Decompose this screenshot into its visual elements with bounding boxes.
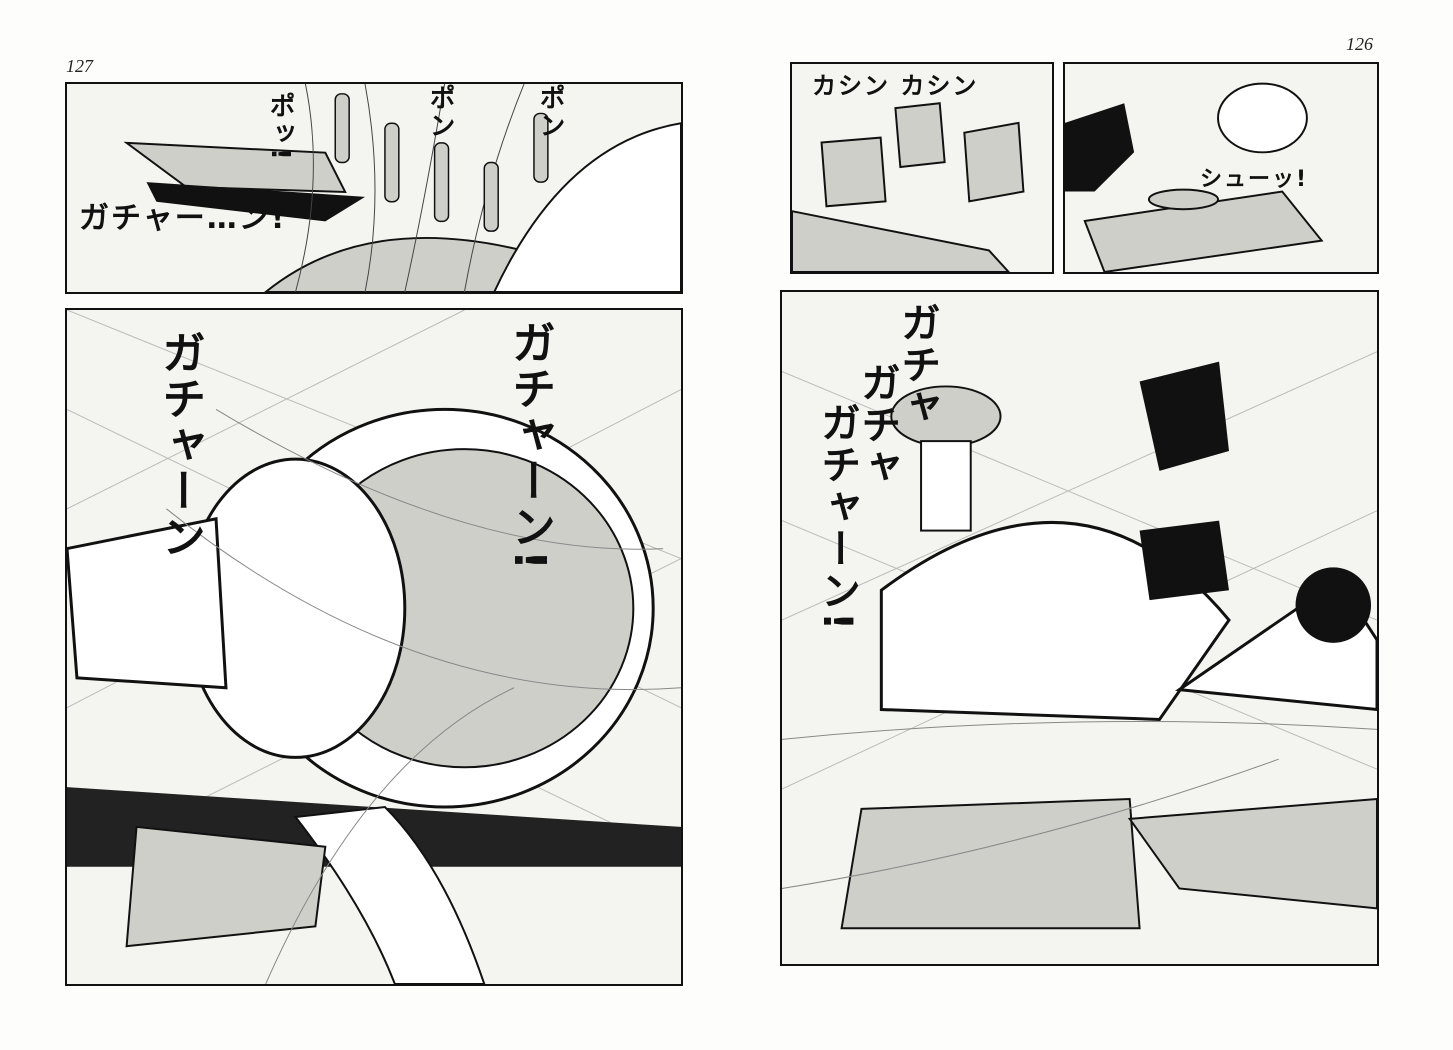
sound-effect: ガチャ bbox=[854, 362, 900, 488]
sound-effect: ポン bbox=[425, 84, 455, 140]
battleship-illustration bbox=[782, 351, 1377, 930]
panel-right-main: ガチャ ガチャ ガチャーン! bbox=[780, 290, 1379, 966]
sound-effect: ポッ! bbox=[265, 92, 295, 162]
sound-effect: ガチャーン! bbox=[814, 402, 860, 633]
machinery-illustration bbox=[123, 84, 681, 292]
sound-effect: ガチャーン! bbox=[504, 320, 555, 573]
page-number-left: 127 bbox=[66, 56, 93, 76]
flying-character-illustration bbox=[1065, 82, 1324, 272]
sound-effect: カシン カシン bbox=[812, 72, 979, 100]
spaceship-illustration bbox=[67, 310, 681, 984]
panel-left-main: ガチャーン ガチャーン! bbox=[65, 308, 683, 986]
page-number-right: 126 bbox=[1346, 34, 1373, 54]
panel-right-top-right: シューッ! bbox=[1063, 62, 1379, 274]
panel-right-top-left: カシン カシン bbox=[790, 62, 1054, 274]
panel-left-top: ガチャー…ン! ポッ! ポン ポン bbox=[65, 82, 683, 294]
sound-effect: シューッ! bbox=[1200, 167, 1309, 192]
sound-effect: ガチャー…ン! bbox=[79, 201, 287, 236]
sound-effect: ガチャ bbox=[894, 302, 940, 428]
armor-plates-illustration bbox=[792, 102, 1025, 272]
sound-effect: ガチャーン bbox=[154, 330, 205, 560]
sound-effect: ポン bbox=[535, 84, 565, 140]
